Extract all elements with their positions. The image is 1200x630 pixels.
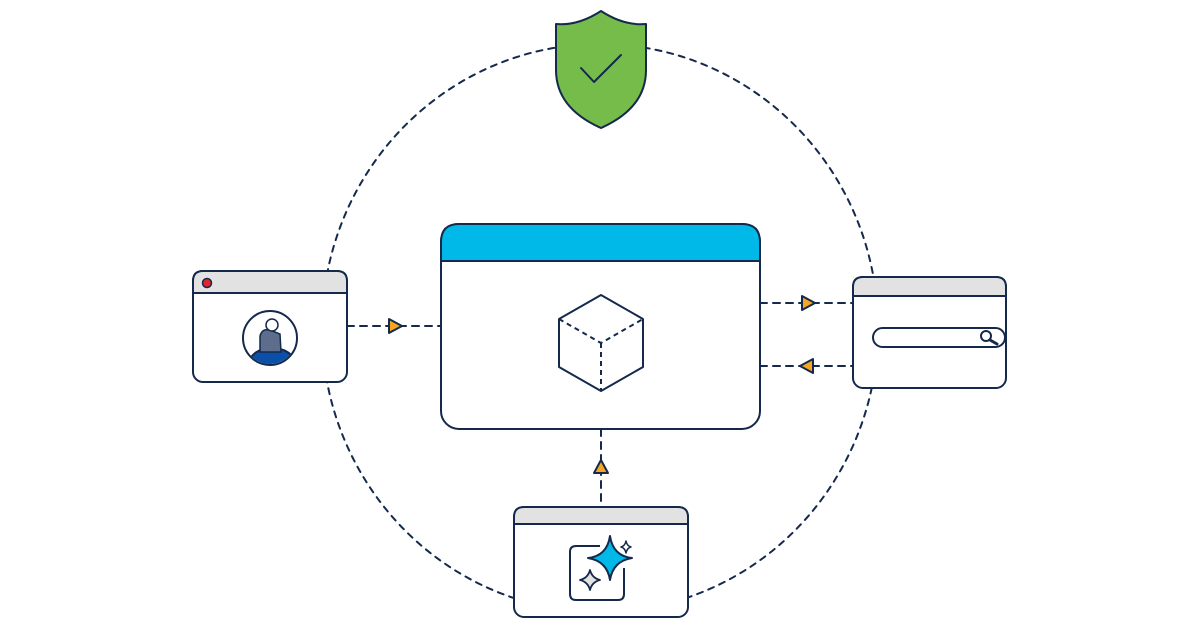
sparkles-icon [579, 535, 633, 591]
cube-icon [558, 294, 644, 392]
arrow-right-icon [801, 295, 816, 311]
search-window [852, 276, 1007, 389]
main-app-window [440, 223, 761, 430]
arrow-right-icon [388, 318, 403, 334]
arrow-left-icon [799, 358, 814, 374]
shield-check-icon [555, 10, 647, 129]
close-dot-icon [201, 277, 213, 289]
search-bar [872, 327, 1006, 348]
user-profile-window [192, 270, 348, 383]
user-avatar-icon [242, 310, 298, 366]
search-icon [980, 330, 999, 346]
arrow-up-icon [593, 459, 609, 474]
ai-sparkle-window [513, 506, 689, 618]
